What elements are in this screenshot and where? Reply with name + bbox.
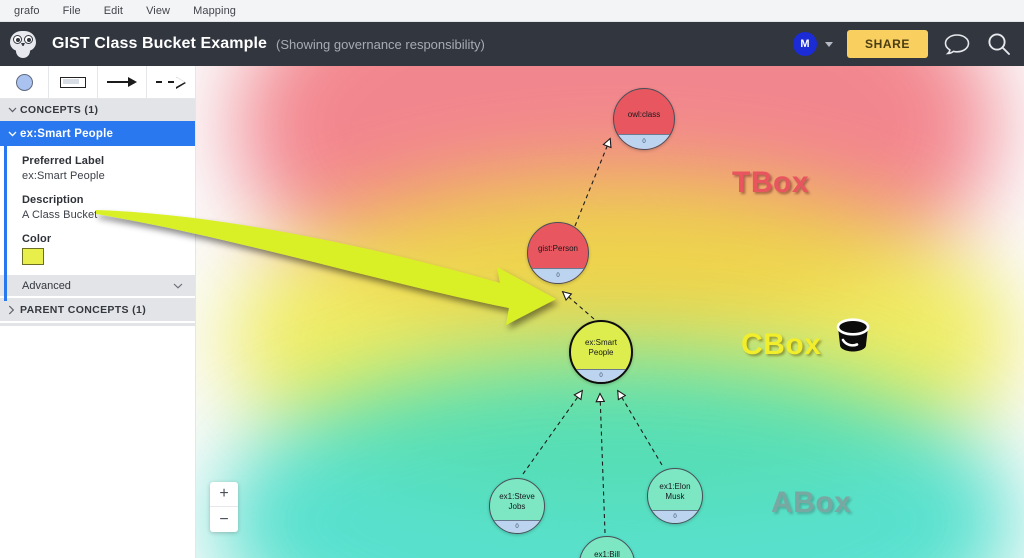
- dashed-edge-tool[interactable]: [147, 66, 195, 98]
- node-count: 0: [648, 510, 702, 523]
- preferred-label-value[interactable]: ex:Smart People: [22, 170, 105, 182]
- edge-gist-person-to-owl-class: [574, 139, 610, 227]
- color-key: Color: [22, 233, 52, 245]
- node-label: ex1:Bill Gates: [594, 549, 620, 558]
- zone-label-tbox: TBox: [732, 166, 809, 199]
- graph-node-steve-jobs[interactable]: ex1:Steve Jobs 0: [489, 478, 545, 534]
- node-count: 0: [528, 268, 588, 283]
- node-tool[interactable]: [0, 66, 49, 98]
- graph-node-elon-musk[interactable]: ex1:Elon Musk 0: [647, 468, 703, 524]
- node-label: gist:Person: [537, 243, 579, 253]
- zoom-controls: + −: [210, 482, 238, 532]
- chevron-down-icon: [8, 131, 20, 137]
- node-label: owl:class: [627, 109, 661, 119]
- circle-node-icon: [15, 73, 33, 91]
- node-label: ex1:Elon Musk: [659, 481, 691, 501]
- box-tool[interactable]: [49, 66, 98, 98]
- app-header: GIST Class Bucket Example (Showing gover…: [0, 22, 1024, 66]
- edge-tool[interactable]: [98, 66, 147, 98]
- node-count: 0: [614, 134, 674, 149]
- edge-steve-jobs-to-smart-people: [522, 391, 582, 475]
- edge-bill-gates-to-smart-people: [600, 394, 606, 534]
- avatar[interactable]: M: [792, 32, 817, 56]
- shape-toolbar: [0, 66, 195, 99]
- comment-bubble-icon[interactable]: [944, 32, 970, 56]
- concept-details: Preferred Label ex:Smart People Descript…: [0, 145, 195, 301]
- header-actions: M SHARE: [792, 30, 1024, 58]
- color-swatch[interactable]: [22, 248, 44, 265]
- node-count: 0: [571, 369, 631, 382]
- menu-item-mapping[interactable]: Mapping: [193, 4, 237, 17]
- preferred-label-key: Preferred Label: [22, 155, 105, 167]
- concepts-section-label: CONCEPTS (1): [20, 104, 99, 116]
- chevron-right-icon: [8, 305, 20, 315]
- chevron-down-icon: [173, 283, 185, 289]
- edge-smart-people-to-gist-person: [563, 292, 595, 320]
- zoom-in-button[interactable]: +: [210, 482, 238, 507]
- description-value[interactable]: A Class Bucket: [22, 209, 98, 221]
- zone-label-abox: ABox: [771, 486, 852, 519]
- menu-item-grafo[interactable]: grafo: [14, 4, 40, 17]
- page-title: GIST Class Bucket Example: [52, 35, 268, 52]
- graph-node-bill-gates[interactable]: ex1:Bill Gates 0: [579, 536, 635, 558]
- chevron-down-icon: [8, 107, 20, 113]
- page-subtitle: (Showing governance responsibility): [276, 36, 485, 52]
- parent-concepts-label: PARENT CONCEPTS (1): [20, 303, 147, 316]
- parent-concepts-header[interactable]: PARENT CONCEPTS (1): [0, 296, 195, 321]
- graph-edges: [522, 66, 663, 534]
- left-panel-empty-area: [0, 326, 195, 558]
- sidebar-item-label: ex:Smart People: [20, 127, 114, 140]
- chevron-down-icon[interactable]: [824, 41, 833, 47]
- graph-node-gist-person[interactable]: gist:Person 0: [527, 222, 589, 284]
- graph-node-owl-class[interactable]: owl:class 0: [613, 88, 675, 150]
- search-icon[interactable]: [986, 31, 1012, 57]
- node-label: ex:Smart People: [584, 337, 617, 357]
- node-count: 0: [490, 520, 544, 533]
- rectangle-icon: [60, 76, 86, 88]
- edge-elon-musk-to-smart-people: [618, 391, 663, 466]
- menubar: grafo File Edit View Mapping: [0, 0, 1024, 22]
- zone-label-cbox: CBox: [741, 328, 822, 361]
- owl-icon: [8, 29, 38, 59]
- menu-item-edit[interactable]: Edit: [103, 4, 124, 17]
- dashed-arrow-icon: [156, 76, 186, 89]
- zoom-out-button[interactable]: −: [219, 510, 229, 528]
- left-panel: CONCEPTS (1) ex:Smart People Preferred L…: [0, 66, 196, 558]
- advanced-section-toggle[interactable]: Advanced: [0, 275, 195, 296]
- advanced-label: Advanced: [22, 279, 71, 292]
- share-button[interactable]: SHARE: [846, 30, 928, 58]
- concepts-section-header[interactable]: CONCEPTS (1): [0, 99, 195, 121]
- graph-canvas[interactable]: TBox CBox ABox owl:class 0: [196, 66, 1024, 558]
- menu-item-file[interactable]: File: [62, 4, 81, 17]
- bucket-icon: [832, 318, 874, 354]
- solid-arrow-icon: [107, 77, 137, 87]
- menu-item-view[interactable]: View: [146, 4, 171, 17]
- description-key: Description: [22, 194, 84, 206]
- sidebar-item-smart-people[interactable]: ex:Smart People: [0, 121, 195, 146]
- node-label: ex1:Steve Jobs: [499, 491, 535, 511]
- graph-node-smart-people[interactable]: ex:Smart People 0: [569, 320, 633, 384]
